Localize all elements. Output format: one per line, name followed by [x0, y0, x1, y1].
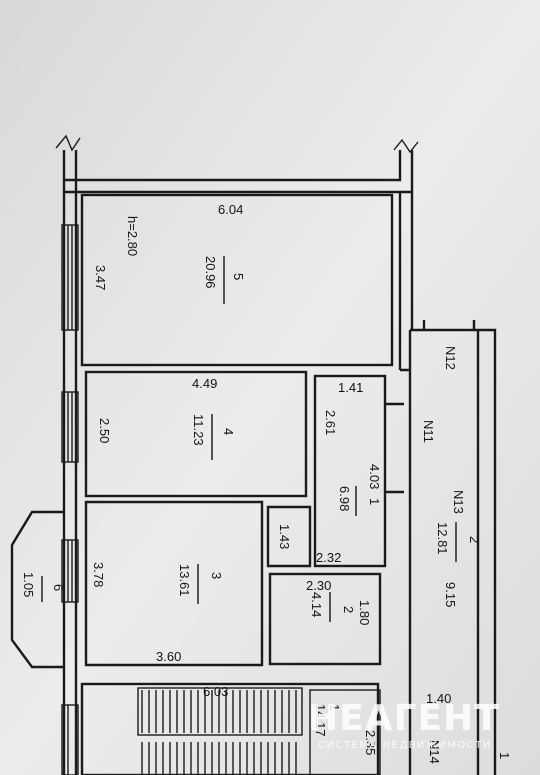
room-1-width: 1.41: [338, 380, 363, 395]
bottom-label-d: 1: [497, 752, 512, 759]
bottom-label-b: 14.17: [313, 704, 328, 737]
room-6-area: 1.05: [21, 572, 36, 597]
room-4-area: 11.23: [191, 414, 206, 446]
room-5-depth: 3.47: [93, 265, 108, 290]
room-2-area: 4.14: [309, 592, 324, 617]
room-3-depth: 3.78: [91, 562, 106, 587]
room-3-area: 13.61: [177, 564, 192, 597]
room-2-width: 2.30: [306, 578, 331, 593]
room-2-outline: [268, 572, 382, 666]
windows-left: [61, 224, 79, 775]
marker-n13: N13: [451, 490, 466, 514]
room-1-depth-a: 2.61: [323, 410, 338, 435]
room-4-width: 4.49: [192, 376, 217, 391]
room-1-outline: [313, 374, 387, 568]
break-line-left: [55, 134, 81, 152]
room-3-width: 3.60: [156, 649, 181, 664]
room-4-outline: [84, 370, 308, 498]
corridor-area: 12.81: [435, 522, 450, 555]
room-1-area: 6.98: [337, 486, 352, 511]
break-line-right: [393, 138, 419, 154]
marker-n14: N14: [427, 740, 442, 764]
room-5-number: 5: [231, 273, 246, 280]
room-1-bottom: 2.32: [316, 550, 341, 565]
stair-width: 6.03: [203, 684, 228, 699]
room-6-number: 6: [51, 584, 66, 591]
watermark-brand: НЕАГЕНТ: [308, 698, 500, 739]
room-4-depth: 2.50: [97, 418, 112, 443]
bottom-label-c: 2.35: [363, 730, 378, 755]
room-6-outline: [10, 510, 64, 669]
corridor-number: 2: [467, 536, 482, 543]
room-3-number: 3: [209, 572, 224, 579]
room-3-outline: [84, 500, 312, 667]
room-3-side: 1.43: [277, 524, 292, 549]
marker-n12: N12: [443, 346, 458, 370]
bottom-label-a: 1: [327, 704, 342, 711]
room-5-area: 20.96: [203, 256, 218, 289]
staircase: [80, 682, 381, 775]
dimension-labels: 6.04 h=2.80 3.47 5 20.96 4.49 2.50 4 11.…: [21, 202, 512, 764]
room-4-number: 4: [221, 428, 236, 435]
ceiling-height: h=2.80: [125, 216, 140, 256]
room-5-width: 6.04: [218, 202, 243, 217]
watermark: НЕАГЕНТ СИСТЕМА НЕДВИЖИМОСТИ: [308, 698, 500, 751]
room-1-number: 1: [367, 498, 382, 505]
watermark-tagline: СИСТЕМА НЕДВИЖИМОСТИ: [318, 740, 492, 751]
room-5-outline: [80, 193, 394, 367]
corridor-outline: [384, 320, 497, 775]
room-2-number: 2: [341, 606, 356, 613]
room-2-depth: 1.80: [357, 600, 372, 625]
corridor-length: 9.15: [443, 582, 458, 607]
corridor-width: 1.40: [426, 691, 451, 706]
room-1-depth-b: 4.03: [367, 464, 382, 489]
marker-n11: N11: [421, 420, 436, 443]
